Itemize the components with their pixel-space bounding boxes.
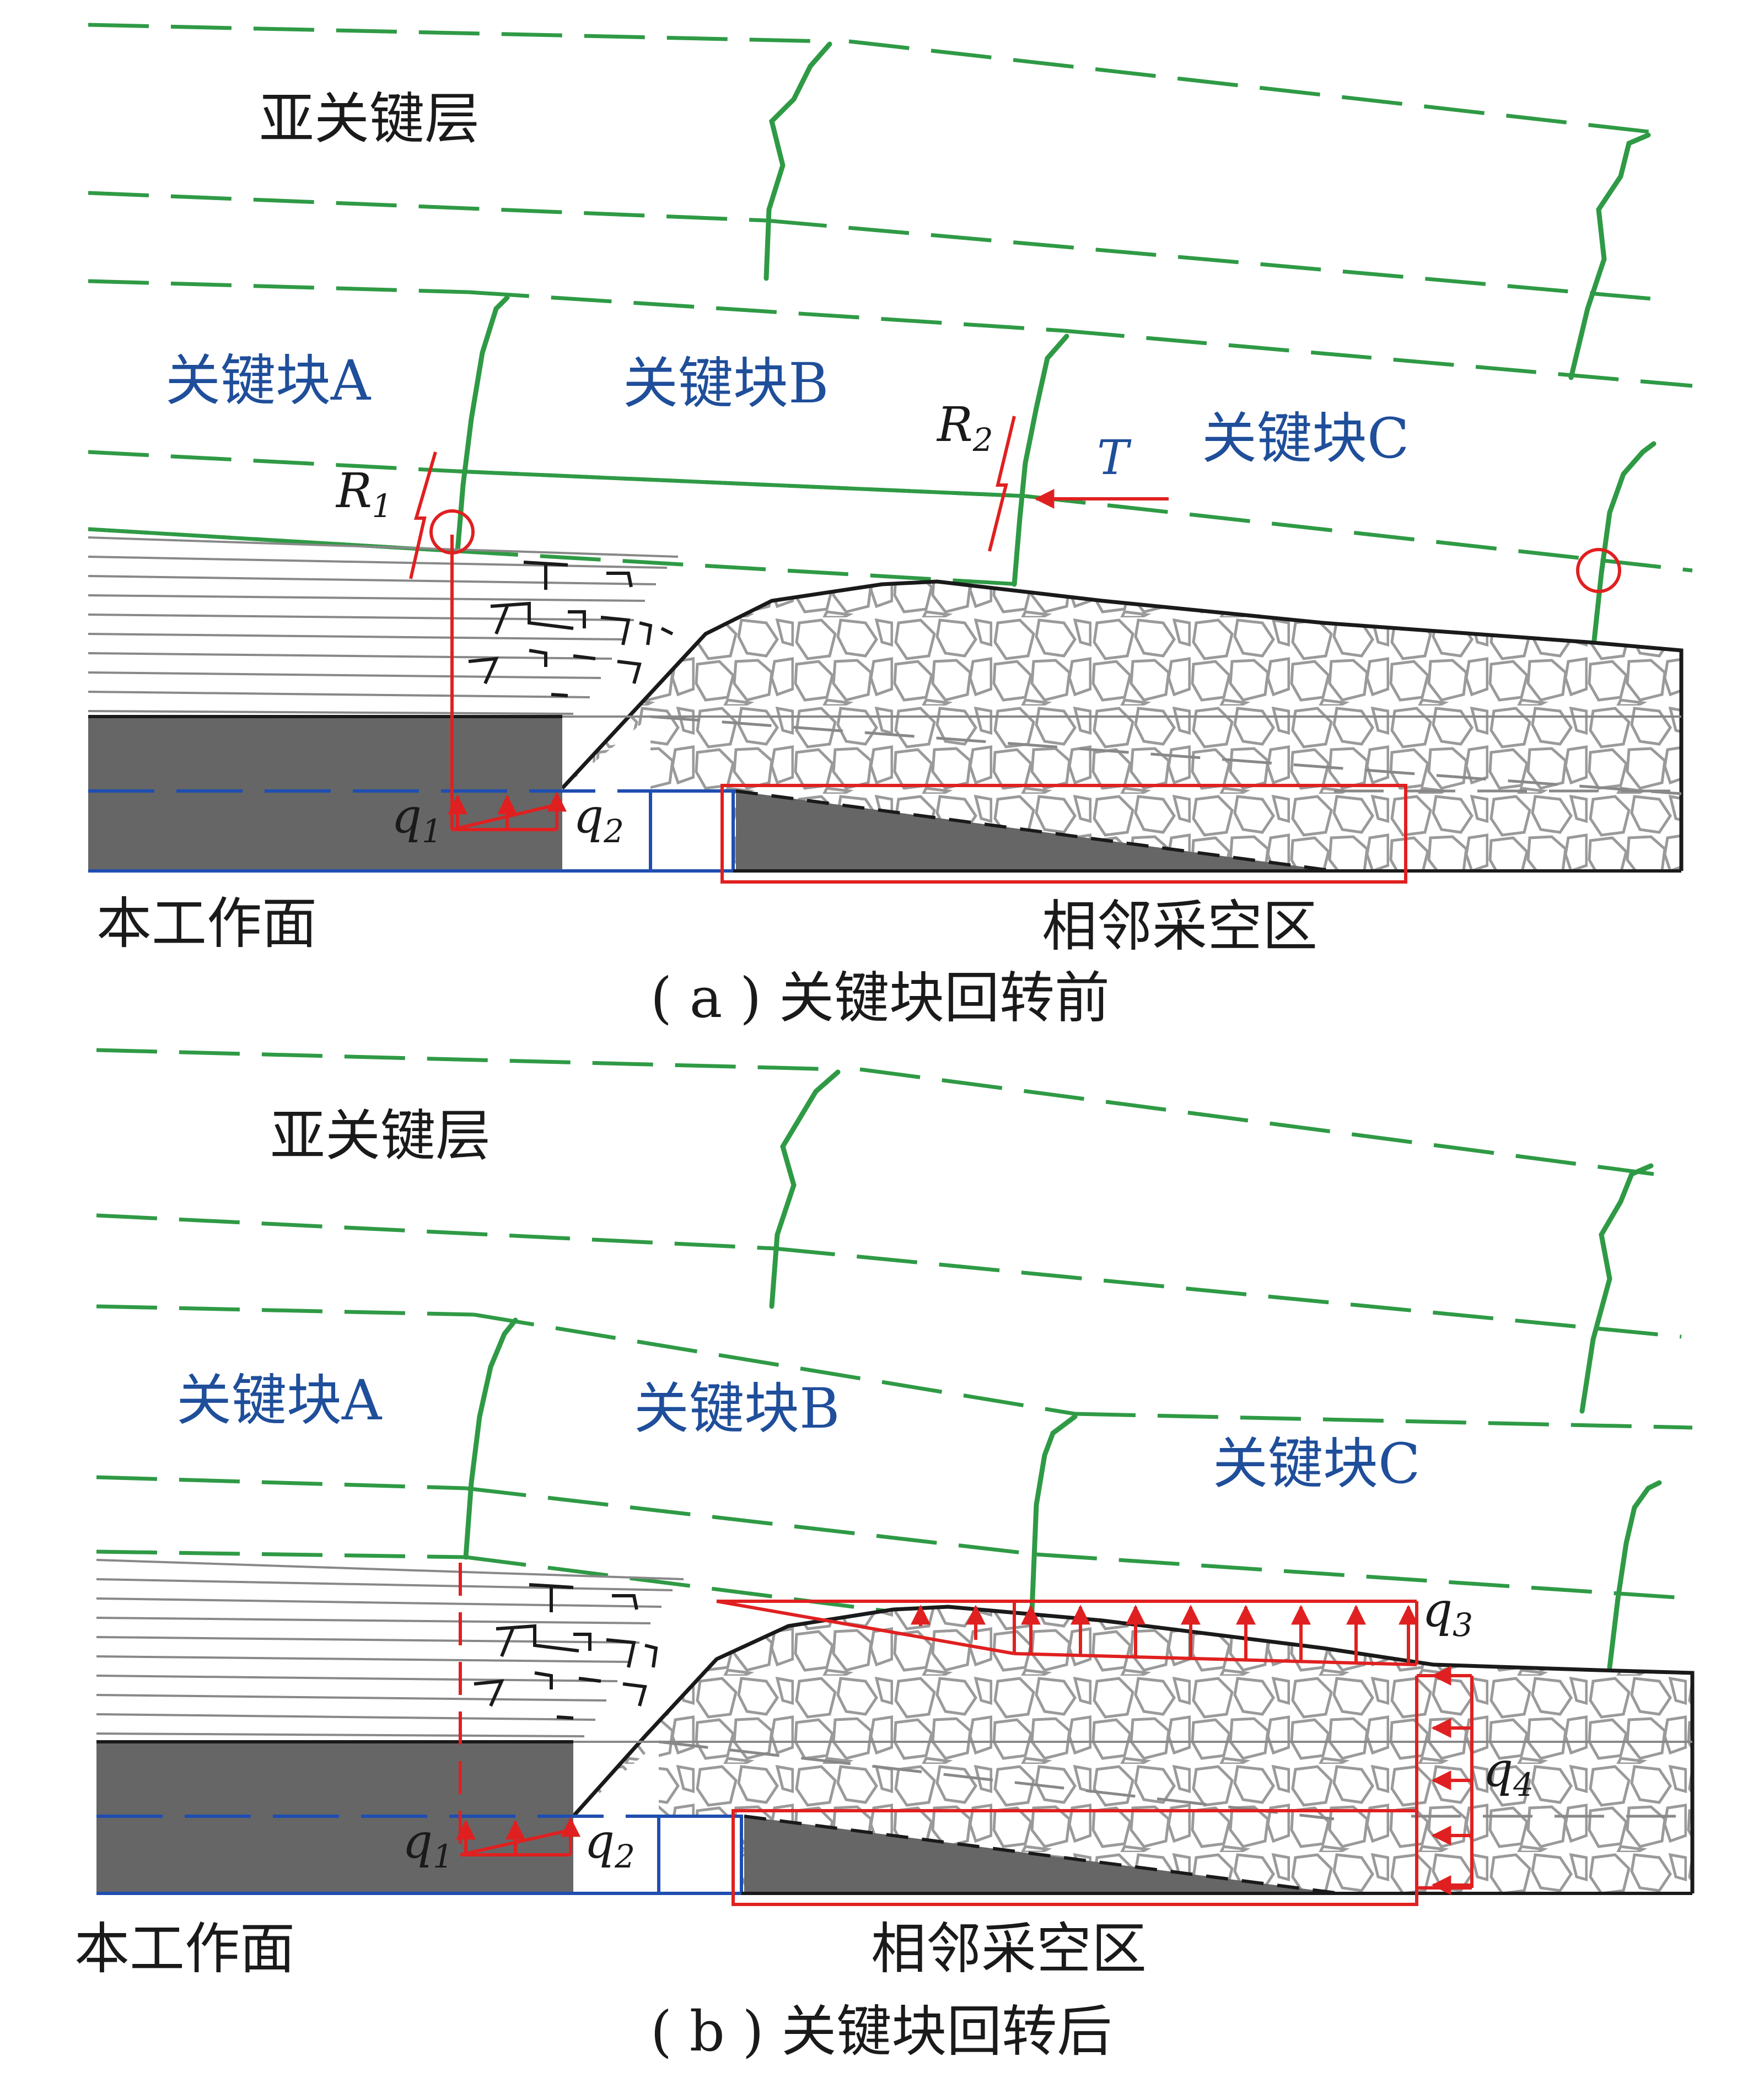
wedge-edge-b (744, 1815, 1340, 1895)
caved-rubble (562, 582, 1681, 871)
label-q1-b: q1 (402, 1814, 453, 1875)
label-q1: q1 (391, 789, 442, 850)
support-load (448, 535, 567, 831)
roadway-b (657, 1815, 743, 1895)
load-q3 (716, 1600, 1418, 1666)
panel-a: 亚关键层 关键块A 关键块B 关键块C R1 R2 T q1 q2 本工作面 相… (88, 23, 1693, 1030)
crack-marks-b (474, 1583, 658, 1720)
label-sub-key-layer-b: 亚关键层 (270, 1104, 491, 1168)
fractures (455, 41, 1657, 653)
crack-marks (468, 561, 674, 697)
label-block-b-b: 关键块B (634, 1376, 840, 1441)
load-q4 (1415, 1666, 1473, 1895)
label-goaf-b: 相邻采空区 (871, 1917, 1147, 1981)
caption-b: ( b ) 关键块回转后 (650, 1999, 1112, 2064)
hinge-circle-c (1576, 548, 1621, 593)
force-r1 (409, 451, 475, 579)
roadway (649, 789, 735, 873)
seam-lines-b (96, 1815, 659, 1895)
force-r2 (988, 416, 1016, 552)
support-load-b (456, 1563, 580, 1856)
label-goaf: 相邻采空区 (1042, 894, 1317, 959)
label-q2: q2 (573, 789, 624, 850)
label-r1: R1 (335, 464, 392, 525)
roof-layers-b (96, 1559, 684, 1737)
label-block-c-b: 关键块C (1213, 1431, 1421, 1496)
goaf-highlight-box (720, 784, 1407, 884)
label-q4-b: q4 (1483, 1742, 1534, 1804)
caption-a: ( a ) 关键块回转前 (650, 966, 1110, 1030)
fractures-b (463, 1069, 1662, 1670)
goaf-dashed (650, 715, 1682, 795)
label-block-c: 关键块C (1202, 406, 1410, 471)
wedge-edge (735, 789, 1335, 873)
label-sub-key-layer: 亚关键层 (259, 87, 480, 151)
label-block-a: 关键块A (165, 348, 372, 413)
rubble-outline (561, 579, 1684, 871)
label-q2-b: q2 (584, 1814, 635, 1875)
strata-solid (88, 469, 1026, 553)
panel-b: 亚关键层 关键块A 关键块B 关键块C q1 q2 q3 q4 本工作面 相邻采… (74, 1048, 1695, 2064)
label-r2: R2 (936, 397, 993, 459)
roof-layers (88, 536, 679, 715)
label-block-a-b: 关键块A (176, 1368, 383, 1433)
caved-rubble-b (573, 1607, 1692, 1893)
coal-seam-face (88, 717, 562, 871)
goaf-dashed-b (658, 1740, 1335, 1821)
label-working-face: 本工作面 (96, 891, 317, 956)
label-block-b: 关键块B (623, 351, 829, 416)
label-t: T (1097, 430, 1132, 486)
label-q3-b: q3 (1422, 1583, 1473, 1644)
seam-lines (88, 789, 736, 873)
label-working-face-b: 本工作面 (74, 1917, 295, 1981)
